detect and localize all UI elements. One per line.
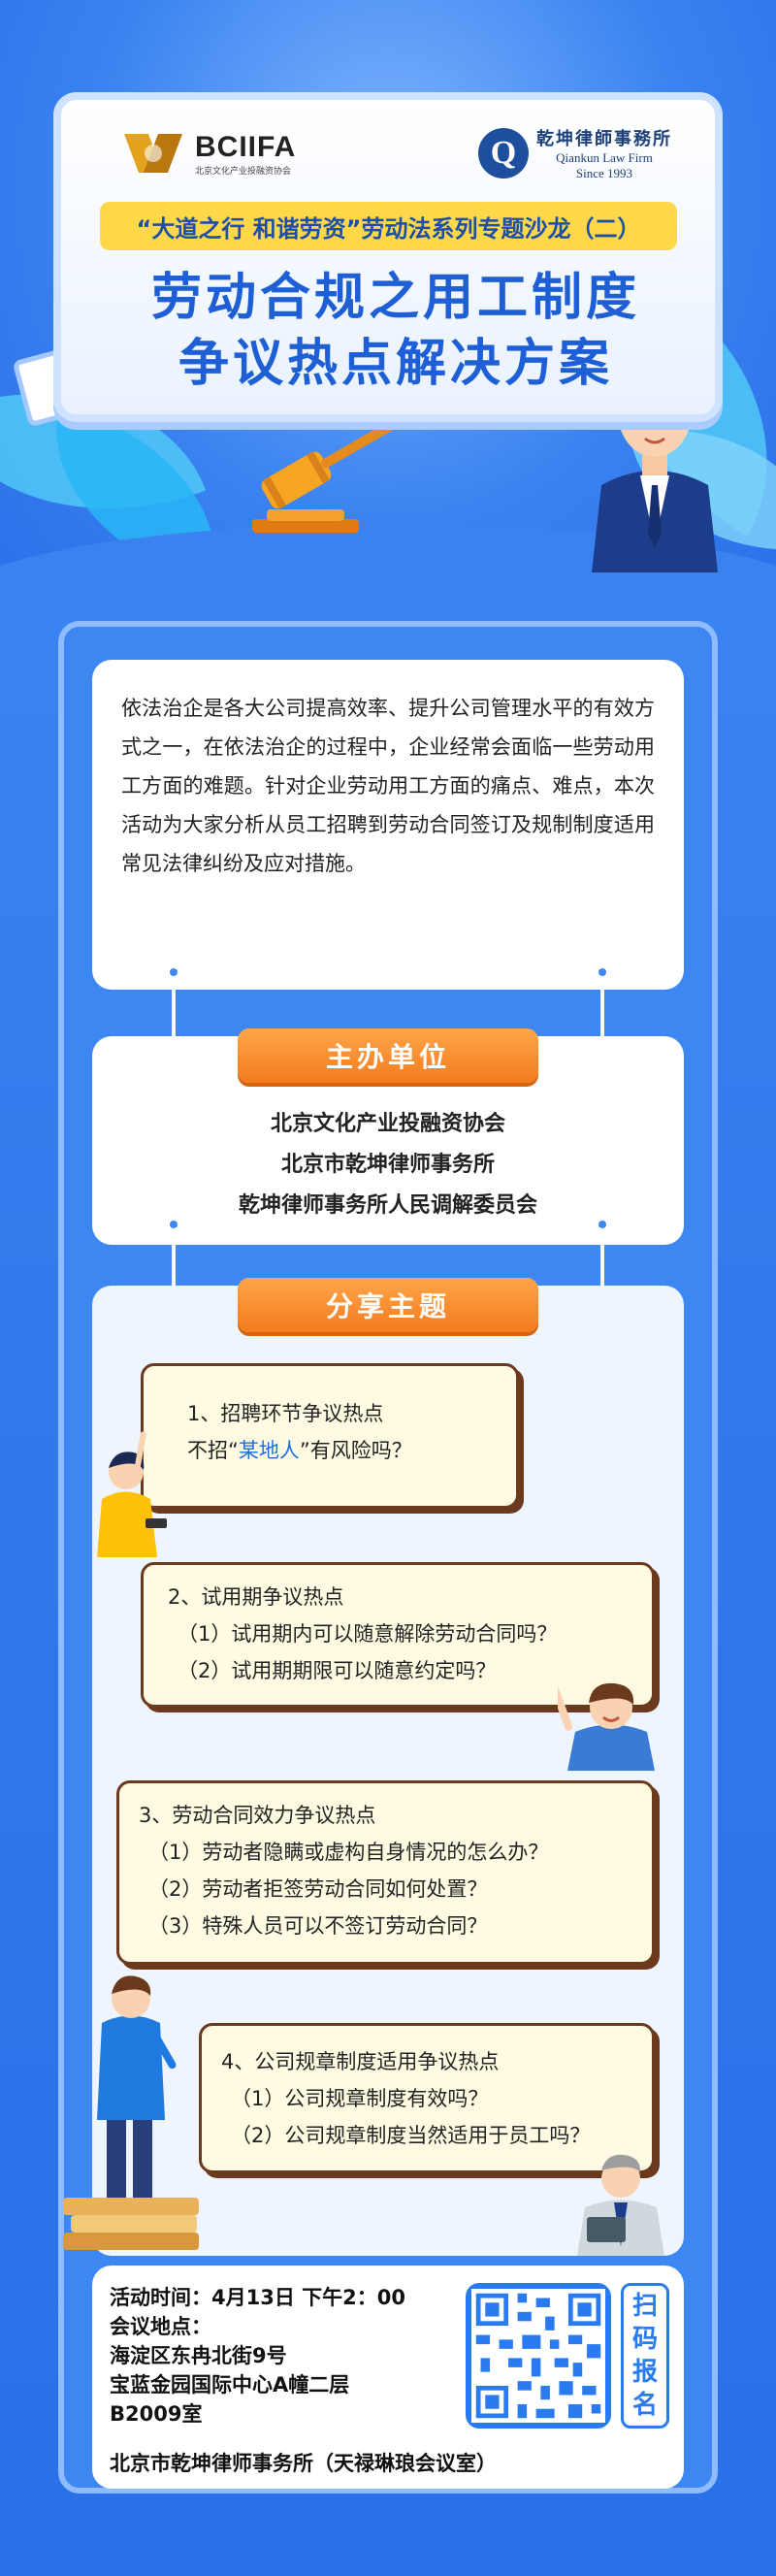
bciifa-logo: BCIIFA 北京文化产业投融资协会 xyxy=(119,124,296,182)
topic-4-item: （1）公司规章制度有效吗？ xyxy=(231,2087,489,2110)
topic-3-item: （3）特殊人员可以不签订劳动合同？ xyxy=(148,1914,488,1938)
series-subtitle: “大道之行 和谐劳资”劳动法系列专题沙龙（二） xyxy=(100,202,677,250)
topic-2-item: （1）试用期内可以随意解除劳动合同吗？ xyxy=(178,1622,558,1646)
qiankun-since: Since 1993 xyxy=(575,166,633,180)
title-line-2: 争议热点解决方案 xyxy=(178,335,613,393)
host-item: 北京市乾坤律师事务所 xyxy=(280,1153,495,1177)
event-time: 活动时间：4月13日 下午2：00 xyxy=(110,2286,405,2309)
event-place-label: 会议地点： xyxy=(110,2315,211,2338)
character-4-illustration xyxy=(567,2139,674,2256)
character-3-illustration xyxy=(63,1955,209,2256)
event-details: 活动时间：4月13日 下午2：00 会议地点： 海淀区东冉北街9号 宝蓝金园国际… xyxy=(110,2283,405,2429)
intro-text: 依法治企是各大公司提高效率、提升公司管理水平的有效方式之一，在依法治企的过程中，… xyxy=(121,697,655,875)
topic-bubble-4: 4、公司规章制度适用争议热点 （1）公司规章制度有效吗？ （2）公司规章制度当然… xyxy=(199,2023,655,2173)
host-list: 北京文化产业投融资协会 北京市乾坤律师事务所 乾坤律师事务所人民调解委员会 xyxy=(92,1104,684,1226)
topic-3-title: 3、劳动合同效力争议热点 xyxy=(139,1804,376,1827)
topic-2-title: 2、试用期争议热点 xyxy=(168,1585,344,1609)
character-1-illustration xyxy=(87,1431,175,1557)
qiankun-logo: Q 乾坤律師事務所 Qiankun Law Firm Since 1993 xyxy=(478,125,672,181)
qiankun-english: Qiankun Law Firm xyxy=(556,150,653,165)
qr-code[interactable] xyxy=(466,2283,611,2429)
topic-bubble-3: 3、劳动合同效力争议热点 （1）劳动者隐瞒或虚构自身情况的怎么办？ （2）劳动者… xyxy=(116,1780,655,1965)
topic-bubble-1: 1、招聘环节争议热点 不招“某地人”有风险吗？ xyxy=(141,1363,519,1509)
bciifa-subname: 北京文化产业投融资协会 xyxy=(195,166,292,177)
qiankun-name: 乾坤律師事務所 xyxy=(536,129,672,149)
intro-card: 依法治企是各大公司提高效率、提升公司管理水平的有效方式之一，在依法治企的过程中，… xyxy=(92,660,684,990)
logo-row: BCIIFA 北京文化产业投融资协会 Q 乾坤律師事務所 Qiankun Law… xyxy=(119,119,672,187)
topic-3-item: （1）劳动者隐瞒或虚构自身情况的怎么办？ xyxy=(148,1841,549,1864)
host-item: 北京文化产业投融资协会 xyxy=(270,1112,505,1136)
topic-bubble-2: 2、试用期争议热点 （1）试用期内可以随意解除劳动合同吗？ （2）试用期期限可以… xyxy=(141,1562,655,1708)
topics-section-label: 分享主题 xyxy=(238,1278,538,1332)
event-place-line: 海淀区东冉北街9号 xyxy=(110,2344,287,2367)
gavel-icon xyxy=(223,419,417,543)
bciifa-mark-icon xyxy=(119,124,187,182)
footer-card: 活动时间：4月13日 下午2：00 会议地点： 海淀区东冉北街9号 宝蓝金园国际… xyxy=(92,2266,684,2489)
header-card: BCIIFA 北京文化产业投融资协会 Q 乾坤律師事務所 Qiankun Law… xyxy=(53,92,723,422)
scan-to-register-label: 扫 码 报 名 xyxy=(621,2283,669,2429)
event-place-line: B2009室 xyxy=(110,2402,203,2426)
page-title: 劳动合规之用工制度 争议热点解决方案 xyxy=(61,265,730,397)
qiankun-mark-icon: Q xyxy=(478,128,529,179)
host-card: 主办单位 北京文化产业投融资协会 北京市乾坤律师事务所 乾坤律师事务所人民调解委… xyxy=(92,1028,684,1245)
title-line-1: 劳动合规之用工制度 xyxy=(150,269,640,327)
topic-4-title: 4、公司规章制度适用争议热点 xyxy=(221,2050,500,2073)
character-2-illustration xyxy=(550,1664,664,1771)
topic-1-question: 不招“某地人”有风险吗？ xyxy=(187,1439,412,1462)
topic-2-item: （2）试用期期限可以随意约定吗？ xyxy=(178,1659,497,1682)
topics-card: 分享主题 1、招聘环节争议热点 不招“某地人”有风险吗？ 2、试用期争议热点 （… xyxy=(63,1278,684,2256)
topic-1-title: 1、招聘环节争议热点 xyxy=(187,1402,384,1425)
topic-3-item: （2）劳动者拒签劳动合同如何处置？ xyxy=(148,1877,488,1901)
host-section-label: 主办单位 xyxy=(238,1028,538,1083)
host-item: 乾坤律师事务所人民调解委员会 xyxy=(238,1193,537,1218)
event-venue: 北京市乾坤律师事务所（天禄琳琅会议室） xyxy=(110,2452,497,2475)
topic-4-item: （2）公司规章制度当然适用于员工吗？ xyxy=(231,2124,591,2147)
highlight-text: 某地人 xyxy=(238,1439,300,1462)
event-place-line: 宝蓝金园国际中心A幢二层 xyxy=(110,2373,350,2397)
bciifa-name: BCIIFA xyxy=(195,130,297,163)
